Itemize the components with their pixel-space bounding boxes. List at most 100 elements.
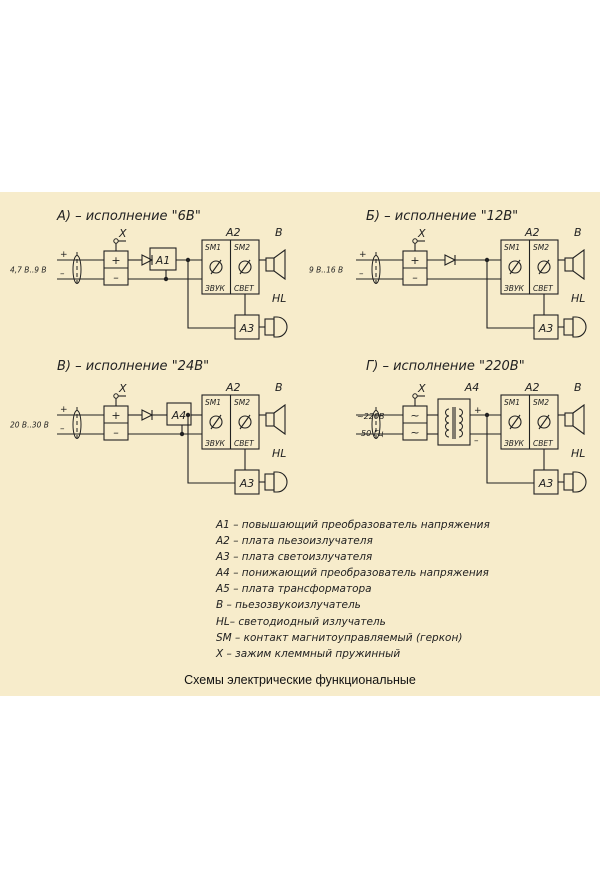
schematics-canvas: А) – исполнение "6В"4,7 В..9 В+–+–XА1SM1… xyxy=(10,209,587,495)
legend-item: А2 – плата пьезоизлучателя xyxy=(216,535,373,548)
b-label: В xyxy=(574,226,582,239)
hl-label: HL xyxy=(272,447,286,460)
terminal-minus-sign: – xyxy=(412,271,418,284)
buzzer-horn xyxy=(273,248,286,281)
sm1-label: SM1 xyxy=(205,243,221,252)
reed-contact xyxy=(538,414,550,430)
buzzer-icon xyxy=(265,257,275,272)
wire xyxy=(187,415,235,484)
light-label: СВЕТ xyxy=(533,284,554,293)
a2-label: А2 xyxy=(225,226,241,239)
led-dome xyxy=(572,471,587,493)
a3-label: А3 xyxy=(538,477,554,490)
led-emitter-icon xyxy=(264,473,275,491)
led-dome xyxy=(273,471,288,493)
diode-icon xyxy=(141,409,154,421)
wire xyxy=(486,415,534,484)
scheme-title: В) – исполнение "24В" xyxy=(57,359,209,374)
terminal-minus-sign: – xyxy=(113,271,119,284)
voltage-label: 20 В..30 В xyxy=(10,421,49,430)
light-label: СВЕТ xyxy=(234,284,255,293)
sm1-label: SM1 xyxy=(504,398,520,407)
sm1-label: SM1 xyxy=(205,398,221,407)
reed-contact xyxy=(239,414,251,430)
legend-item: В – пьезозвукоизлучатель xyxy=(216,599,361,612)
voltage-label: 9 В..16 В xyxy=(309,266,343,275)
coil-primary-icon xyxy=(445,429,450,438)
sm2-label: SM2 xyxy=(234,243,250,252)
scheme-1: А) – исполнение "6В"4,7 В..9 В+–+–XА1SM1… xyxy=(10,209,288,340)
converter-box xyxy=(149,247,177,271)
sm2-label: SM2 xyxy=(234,398,250,407)
diode-icon xyxy=(141,254,154,266)
coil-secondary-icon xyxy=(458,429,463,438)
output-minus-sign: – xyxy=(474,436,479,446)
terminal-plus-sign: ~ xyxy=(410,409,419,422)
reed-switch-icon xyxy=(209,260,223,274)
light-label: СВЕТ xyxy=(234,439,255,448)
output-plus-sign: + xyxy=(474,406,482,416)
legend-item: А3 – плата светоизлучателя xyxy=(216,551,373,564)
reed-switch-icon xyxy=(508,260,522,274)
legend-item: HL– светодиодный излучатель xyxy=(216,615,386,628)
buzzer-horn xyxy=(572,248,585,281)
diode-icon xyxy=(444,254,457,266)
x-label: X xyxy=(118,382,127,395)
legend-item: SM – контакт магнитоуправляемый (геркон) xyxy=(216,631,463,644)
buzzer-icon xyxy=(265,412,275,427)
reed-contact xyxy=(538,259,550,275)
coil-secondary-icon xyxy=(458,415,463,424)
sm1-label: SM1 xyxy=(504,243,520,252)
buzzer-horn xyxy=(572,403,585,436)
reed-switch-icon xyxy=(209,415,223,429)
coil-secondary-icon xyxy=(458,422,463,431)
a2-label: А2 xyxy=(524,226,540,239)
cable-clamp-icon xyxy=(72,410,82,439)
reed-switch-icon xyxy=(238,260,252,274)
coil-primary-icon xyxy=(445,422,450,431)
reed-contact xyxy=(509,259,521,275)
hl-label: HL xyxy=(272,292,286,305)
led-dome xyxy=(572,316,587,338)
x-label: X xyxy=(417,227,426,240)
input-plus-sign: + xyxy=(359,250,367,260)
input-plus-sign: + xyxy=(60,250,68,260)
reed-contact xyxy=(210,414,222,430)
terminal-plus-sign: + xyxy=(410,254,419,267)
sound-label: ЗВУК xyxy=(205,439,226,448)
wire xyxy=(486,260,534,329)
x-label: X xyxy=(417,382,426,395)
terminal-minus-sign: ~ xyxy=(410,426,419,439)
input-minus-sign: – xyxy=(60,424,65,434)
sound-label: ЗВУК xyxy=(504,284,525,293)
buzzer-icon xyxy=(564,412,574,427)
led-emitter-icon xyxy=(563,473,574,491)
voltage-label: 4,7 В..9 В xyxy=(10,266,47,275)
hl-label: HL xyxy=(571,447,585,460)
buzzer-icon xyxy=(564,257,574,272)
reed-switch-icon xyxy=(537,415,551,429)
b-label: В xyxy=(574,381,582,394)
sound-label: ЗВУК xyxy=(205,284,226,293)
a3-label: А3 xyxy=(239,322,255,335)
terminal-pin-ring xyxy=(412,393,418,399)
reed-contact xyxy=(210,259,222,275)
coil-primary-icon xyxy=(445,415,450,424)
voltage-label: ~220В xyxy=(357,412,384,421)
terminal-pin-ring xyxy=(113,238,119,244)
terminal-plus-sign: + xyxy=(111,254,120,267)
terminal-pin-ring xyxy=(113,393,119,399)
cable-clamp-icon xyxy=(72,255,82,284)
reed-contact xyxy=(509,414,521,430)
legend-item: X – зажим клеммный пружинный xyxy=(216,647,401,660)
a2-label: А2 xyxy=(225,381,241,394)
a2-label: А2 xyxy=(524,381,540,394)
wire xyxy=(187,260,235,329)
b-label: В xyxy=(275,381,283,394)
input-plus-sign: + xyxy=(60,405,68,415)
reed-switch-icon xyxy=(508,415,522,429)
input-minus-sign: – xyxy=(359,269,364,279)
cable-clamp-icon xyxy=(371,255,381,284)
